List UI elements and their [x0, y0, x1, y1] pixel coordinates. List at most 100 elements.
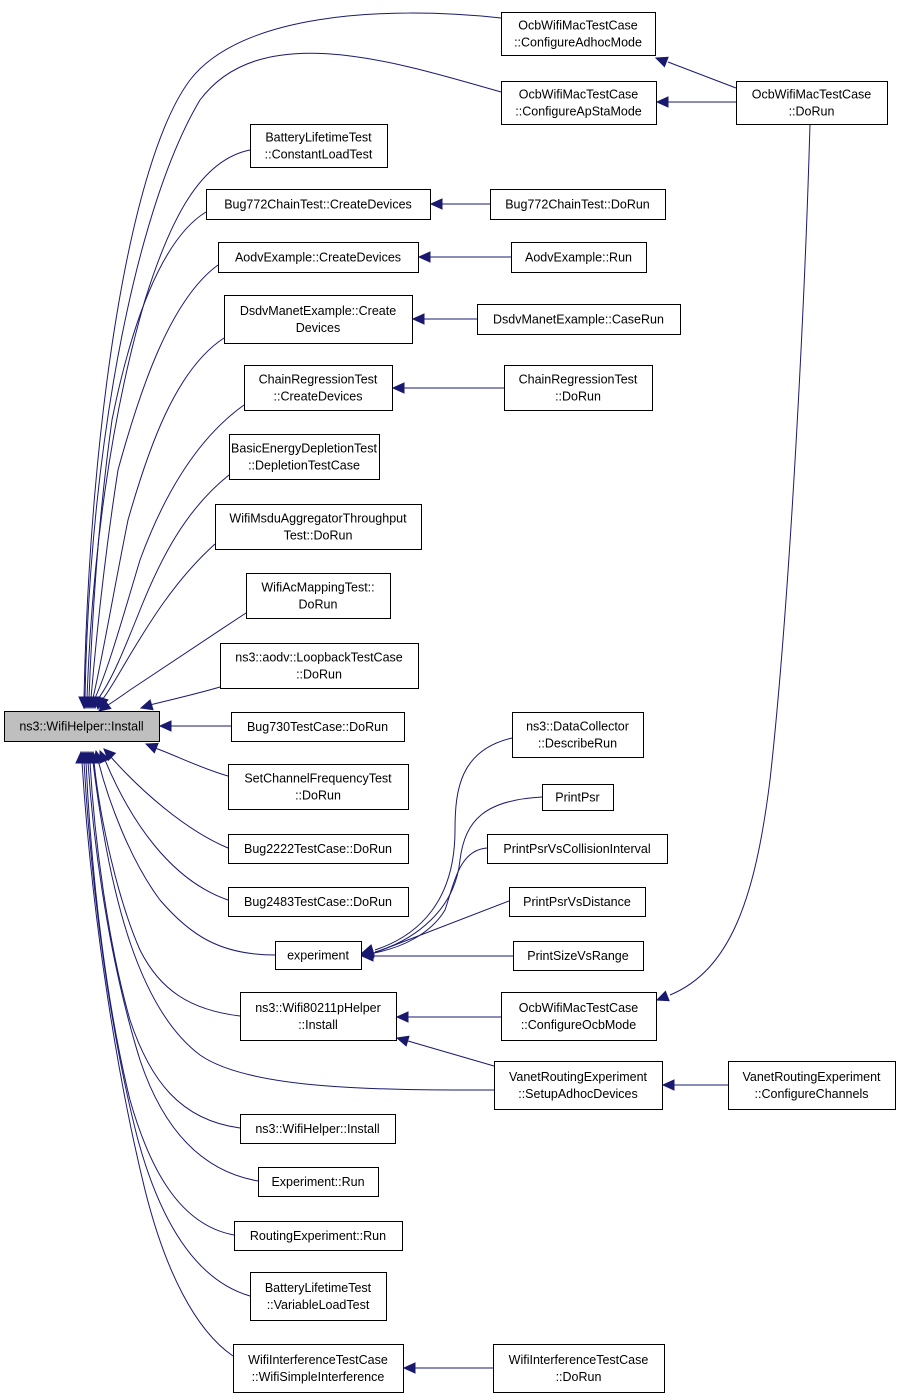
arrowhead-icon: [411, 313, 425, 325]
node-basicEnergy[interactable]: BasicEnergyDepletionTest::DepletionTestC…: [229, 434, 380, 480]
node-box[interactable]: [477, 304, 681, 335]
arrowhead-icon: [75, 750, 87, 764]
node-varLoad[interactable]: BatteryLifetimeTest::VariableLoadTest: [250, 1272, 387, 1321]
node-cfgApSta[interactable]: OcbWifiMacTestCase::ConfigureApStaMode: [501, 81, 657, 125]
node-box[interactable]: [513, 941, 644, 971]
node-label-line: Bug2483TestCase::DoRun: [244, 895, 392, 909]
node-box[interactable]: [233, 1344, 404, 1393]
node-box[interactable]: [511, 242, 647, 273]
node-box[interactable]: [234, 1221, 403, 1251]
node-printPsrColl[interactable]: PrintPsrVsCollisionInterval: [487, 834, 668, 864]
node-dataCollector[interactable]: ns3::DataCollector::DescribeRun: [512, 712, 644, 758]
node-box[interactable]: [542, 784, 614, 811]
node-box[interactable]: [501, 992, 657, 1041]
arrowhead-icon: [158, 720, 172, 732]
node-label-line: ::ConfigureApStaMode: [515, 104, 642, 118]
node-acMapping[interactable]: WifiAcMappingTest::DoRun: [246, 573, 391, 619]
node-dsdvCaseRun[interactable]: DsdvManetExample::CaseRun: [477, 304, 681, 335]
node-label-line: ::DoRun: [555, 389, 601, 403]
node-box[interactable]: [244, 365, 393, 411]
node-label-line: experiment: [287, 948, 349, 962]
node-box[interactable]: [250, 1272, 387, 1321]
node-install[interactable]: ns3::WifiHelper::Install: [4, 711, 160, 742]
node-label-line: PrintPsr: [555, 790, 599, 804]
edge-ocbDoRun-to-cfgOcb: [655, 123, 811, 1002]
node-box[interactable]: [228, 834, 409, 864]
node-constLoad[interactable]: BatteryLifetimeTest::ConstantLoadTest: [250, 124, 388, 168]
node-box[interactable]: [494, 1061, 663, 1110]
node-cfgAdhoc[interactable]: OcbWifiMacTestCase::ConfigureAdhocMode: [501, 12, 656, 56]
node-box[interactable]: [512, 712, 644, 758]
arrowhead-icon: [661, 1079, 675, 1091]
node-expRun[interactable]: Experiment::Run: [258, 1167, 379, 1197]
node-setChanFreq[interactable]: SetChannelFrequencyTest::DoRun: [228, 764, 409, 810]
node-box[interactable]: [224, 295, 413, 344]
node-label-line: Bug772ChainTest::CreateDevices: [224, 197, 412, 211]
node-box[interactable]: [215, 504, 422, 550]
node-bug772Create[interactable]: Bug772ChainTest::CreateDevices: [206, 189, 431, 220]
node-routingRun[interactable]: RoutingExperiment::Run: [234, 1221, 403, 1251]
node-box[interactable]: [228, 764, 409, 810]
edge-acMapping-to-install: [98, 612, 247, 712]
node-bug772DoRun[interactable]: Bug772ChainTest::DoRun: [490, 189, 666, 220]
node-aodvCreate[interactable]: AodvExample::CreateDevices: [218, 242, 419, 273]
node-printSize[interactable]: PrintSizeVsRange: [513, 941, 644, 971]
node-cfgOcb[interactable]: OcbWifiMacTestCase::ConfigureOcbMode: [501, 992, 657, 1041]
node-label-line: ::WifiSimpleInterference: [252, 1370, 385, 1384]
node-box[interactable]: [509, 887, 646, 917]
node-aodvRun[interactable]: AodvExample::Run: [511, 242, 647, 273]
edge-line: [407, 1040, 495, 1067]
node-box[interactable]: [218, 242, 419, 273]
node-chainDoRun[interactable]: ChainRegressionTest::DoRun: [504, 365, 653, 411]
arrowhead-icon: [655, 990, 670, 1002]
node-chainCreate[interactable]: ChainRegressionTest::CreateDevices: [244, 365, 393, 411]
focus-node-box[interactable]: [4, 711, 160, 742]
node-box[interactable]: [487, 834, 668, 864]
node-box[interactable]: [220, 643, 419, 689]
node-box[interactable]: [275, 941, 362, 970]
node-aodvLoopback[interactable]: ns3::aodv::LoopbackTestCase::DoRun: [220, 643, 419, 689]
node-box[interactable]: [240, 992, 397, 1041]
node-printPsr[interactable]: PrintPsr: [542, 784, 614, 811]
node-bug2483[interactable]: Bug2483TestCase::DoRun: [228, 887, 409, 917]
node-w80211p[interactable]: ns3::Wifi80211pHelper::Install: [240, 992, 397, 1041]
node-label-line: OcbWifiMacTestCase: [752, 87, 872, 101]
node-box[interactable]: [231, 712, 405, 742]
node-label-line: WifiMsduAggregatorThroughput: [229, 511, 407, 525]
node-wifiHelper2[interactable]: ns3::WifiHelper::Install: [240, 1114, 396, 1144]
node-box[interactable]: [240, 1114, 396, 1144]
node-bug730[interactable]: Bug730TestCase::DoRun: [231, 712, 405, 742]
node-label-line: ::DoRun: [789, 104, 835, 118]
node-box[interactable]: [228, 887, 409, 917]
node-ocbDoRun[interactable]: OcbWifiMacTestCase::DoRun: [736, 81, 888, 125]
node-label-line: DoRun: [299, 597, 338, 611]
node-box[interactable]: [250, 124, 388, 168]
node-box[interactable]: [229, 434, 380, 480]
node-vanetSetup[interactable]: VanetRoutingExperiment::SetupAdhocDevice…: [494, 1061, 663, 1110]
node-wifiInterfRun[interactable]: WifiInterferenceTestCase::DoRun: [493, 1344, 665, 1393]
node-box[interactable]: [246, 573, 391, 619]
node-box[interactable]: [490, 189, 666, 220]
node-box[interactable]: [504, 365, 653, 411]
edge-bug2222-to-install: [103, 748, 229, 849]
node-vanetCfgChan[interactable]: VanetRoutingExperiment::ConfigureChannel…: [728, 1061, 896, 1110]
arrowhead-icon: [144, 742, 159, 754]
node-box[interactable]: [493, 1344, 665, 1393]
node-box[interactable]: [501, 81, 657, 125]
node-box[interactable]: [501, 12, 656, 56]
node-bug2222[interactable]: Bug2222TestCase::DoRun: [228, 834, 409, 864]
node-printPsrDist[interactable]: PrintPsrVsDistance: [509, 887, 646, 917]
node-experiment[interactable]: experiment: [275, 941, 362, 970]
node-label-line: WifiInterferenceTestCase: [509, 1353, 649, 1367]
arrowhead-icon: [103, 748, 117, 762]
node-wifiInterf[interactable]: WifiInterferenceTestCase::WifiSimpleInte…: [233, 1344, 404, 1393]
node-box[interactable]: [728, 1061, 896, 1110]
node-box[interactable]: [736, 81, 888, 125]
node-dsdvCreate[interactable]: DsdvManetExample::CreateDevices: [224, 295, 413, 344]
node-box[interactable]: [258, 1167, 379, 1197]
edge-aodvRun-to-aodvCreate: [417, 251, 511, 263]
node-label-line: ::ConfigureOcbMode: [521, 1018, 636, 1032]
node-box[interactable]: [206, 189, 431, 220]
edge-line: [107, 612, 247, 706]
